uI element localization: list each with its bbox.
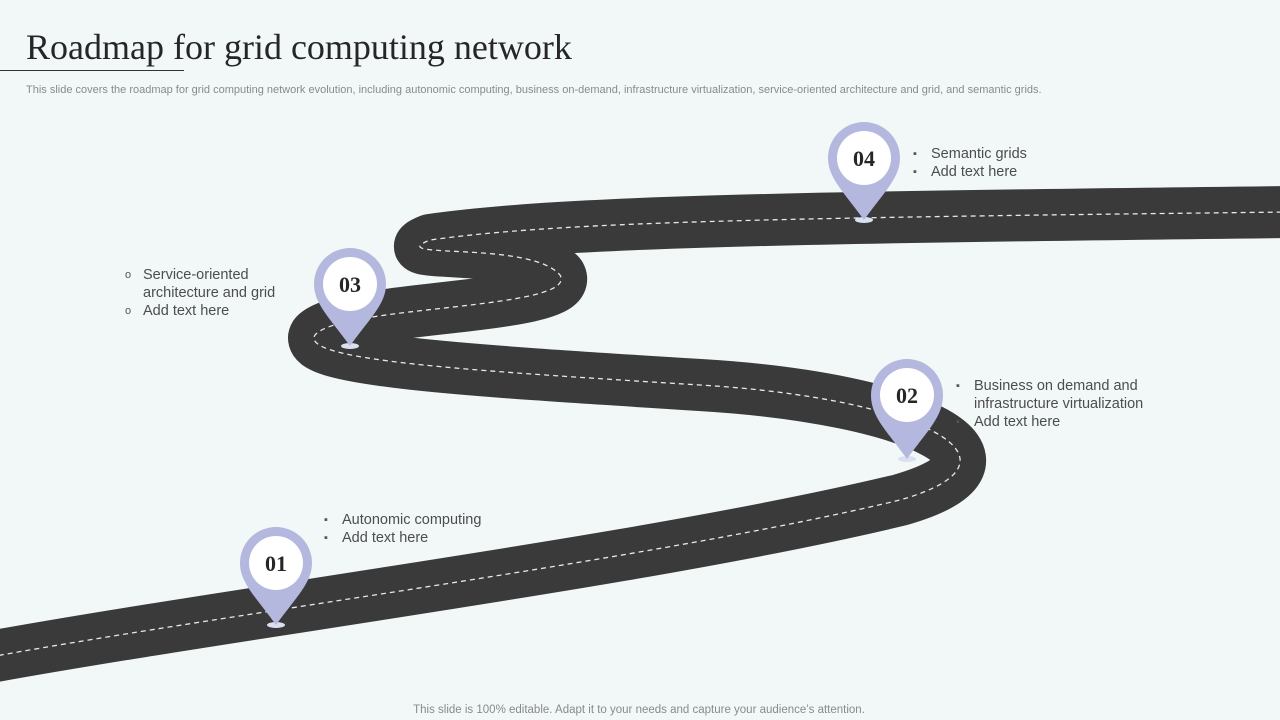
milestone-04-text: Semantic grids Add text here — [913, 145, 1027, 181]
milestone-01-text: Autonomic computing Add text here — [324, 511, 481, 547]
bullet-item: Autonomic computing — [324, 511, 481, 529]
milestone-pin-04: 04 — [828, 122, 900, 223]
milestone-number: 02 — [896, 383, 918, 408]
bullet-item: Add text here — [913, 163, 1027, 181]
bullet-line: architecture and grid — [143, 285, 276, 301]
milestone-pin-03: 03 — [314, 248, 386, 349]
bullet-item: Semantic grids — [913, 145, 1027, 163]
bullet-item: Business on demand and infrastructure vir… — [956, 377, 1143, 413]
bullet-line: Business on demand and — [974, 378, 1138, 394]
bullet-line: infrastructure virtualization — [974, 396, 1144, 412]
milestone-number: 03 — [339, 272, 361, 297]
milestone-02-text: Business on demand and infrastructure vir… — [956, 377, 1143, 431]
road-center-line — [0, 211, 1280, 656]
page-title: Roadmap for grid computing network — [26, 27, 572, 67]
milestone-pin-01: 01 — [240, 527, 312, 628]
bullet-item: Add text here — [956, 413, 1143, 431]
milestone-03-text: Service-oriented architecture and grid Ad… — [125, 266, 275, 320]
page-subtitle: This slide covers the roadmap for grid c… — [26, 84, 1042, 96]
footer-note: This slide is 100% editable. Adapt it to… — [413, 704, 865, 716]
milestone-pin-02: 02 — [871, 359, 943, 462]
bullet-item: Add text here — [324, 529, 481, 547]
milestone-number: 01 — [265, 551, 287, 576]
bullet-line: Service-oriented — [143, 267, 249, 283]
title-underline — [0, 70, 184, 71]
roadmap-diagram: 01 02 03 04 — [0, 122, 1280, 682]
milestone-number: 04 — [853, 146, 875, 171]
bullet-item: Service-oriented architecture and grid — [125, 266, 275, 302]
bullet-item: Add text here — [125, 302, 275, 320]
